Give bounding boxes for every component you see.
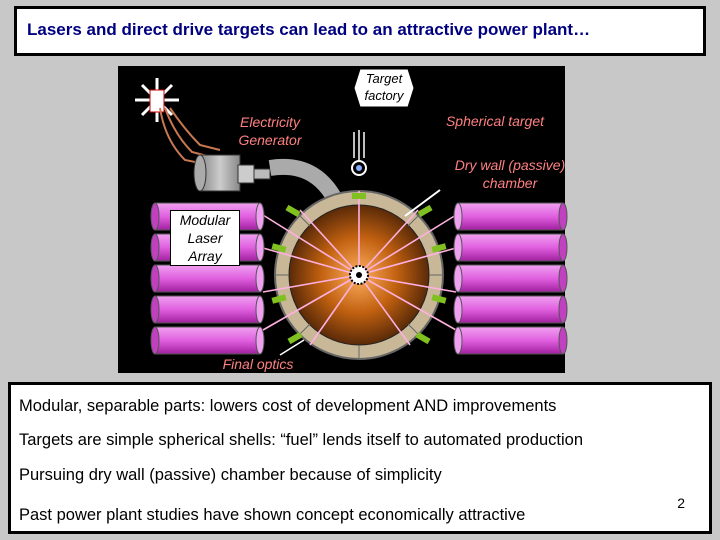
- right-laser-array: [453, 202, 568, 355]
- spherical-target-label: Spherical target: [445, 113, 545, 129]
- bullet-4: Past power plant studies have shown conc…: [19, 506, 526, 524]
- final-optics-pointer: [279, 339, 305, 356]
- bullet-3: Pursuing dry wall (passive) chamber beca…: [19, 466, 442, 484]
- slide-title: Lasers and direct drive targets can lead…: [27, 20, 591, 39]
- spherical-target-icon: [351, 130, 367, 176]
- bullet-1: Modular, separable parts: lowers cost of…: [19, 397, 557, 415]
- target-factory-label: Target factory: [364, 71, 404, 103]
- electricity-generator-label: Electricity Generator: [238, 114, 302, 148]
- modular-laser-array-label: Modular Laser Array: [170, 210, 240, 266]
- power-output-icon: [135, 78, 179, 122]
- laser-beams: [262, 191, 457, 346]
- bullet-2: Targets are simple spherical shells: “fu…: [19, 431, 584, 449]
- electricity-generator-icon: [193, 154, 271, 192]
- final-optics-icons: [271, 193, 447, 345]
- bullet-box: Modular, separable parts: lowers cost of…: [8, 382, 712, 534]
- dry-wall-pointer: [404, 189, 441, 217]
- title-box: Lasers and direct drive targets can lead…: [14, 6, 706, 56]
- target-factory-box: [353, 68, 415, 108]
- dry-wall-chamber-label: Dry wall (passive) chamber: [454, 157, 566, 191]
- generator-wires-icon: [159, 107, 221, 166]
- final-optics-label: Final optics: [222, 356, 294, 372]
- target-center-icon: [349, 265, 369, 285]
- page-number: 2: [677, 495, 685, 511]
